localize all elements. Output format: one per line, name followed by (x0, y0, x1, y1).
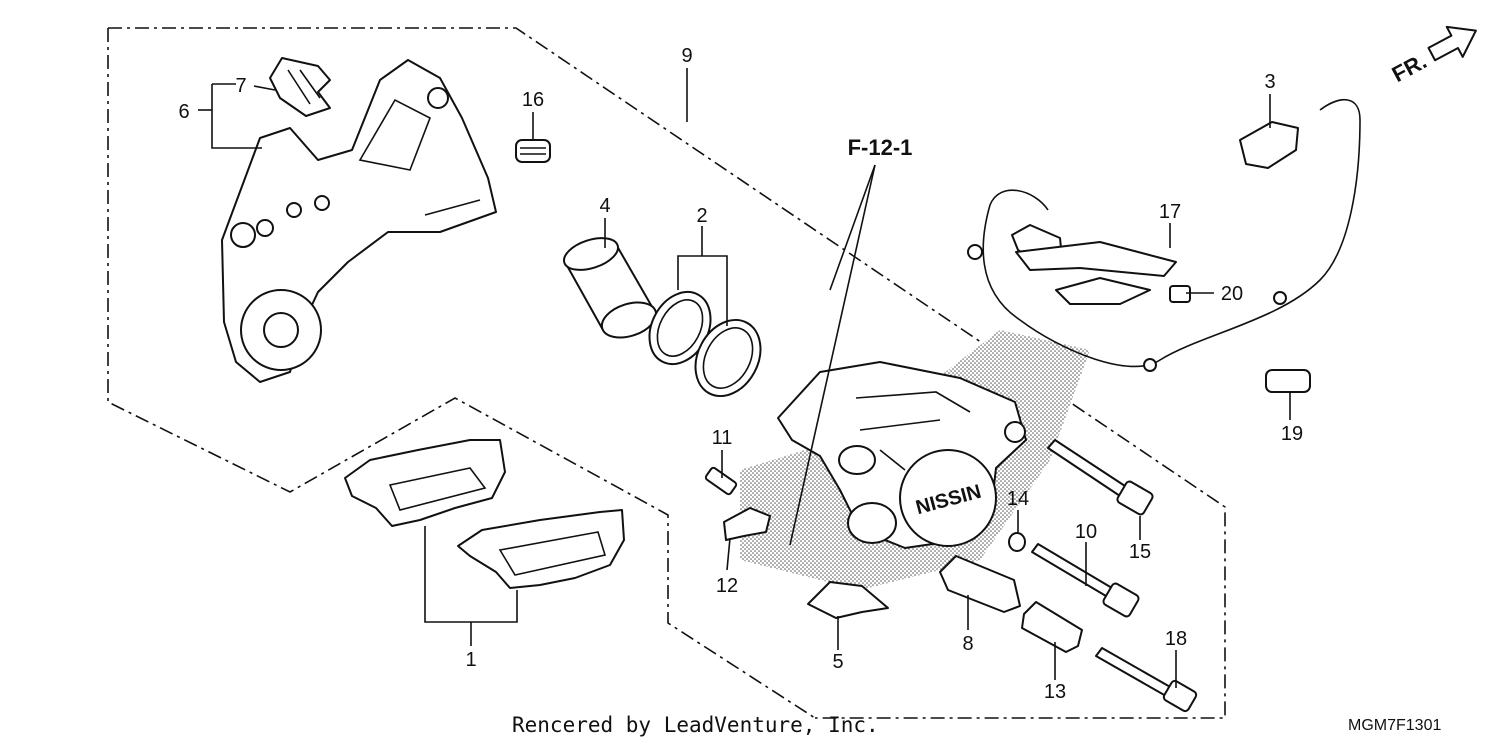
callout-12[interactable]: 12 (716, 575, 738, 597)
retainer-clip (269, 57, 331, 117)
callout-5[interactable]: 5 (832, 651, 843, 673)
piston-part (563, 237, 658, 339)
callout-3[interactable]: 3 (1264, 71, 1275, 93)
bleeder-valve (704, 466, 771, 541)
front-indicator: FR. (1388, 25, 1477, 87)
callout-18[interactable]: 18 (1165, 628, 1187, 650)
callout-6[interactable]: 6 (178, 101, 189, 123)
diagram-code: MGM7F1301 (1348, 717, 1441, 734)
callout-11[interactable]: 11 (712, 427, 733, 449)
brake-pads (344, 439, 625, 589)
callout-1[interactable]: 1 (465, 649, 476, 671)
sensor-wire (967, 98, 1361, 393)
callout-20[interactable]: 20 (1221, 283, 1243, 305)
callout-4[interactable]: 4 (599, 195, 610, 217)
footer-credit: Rencered by LeadVenture, Inc. (512, 713, 879, 737)
front-arrow-icon (1427, 25, 1477, 62)
leader-lines (198, 68, 1291, 688)
callout-14[interactable]: 14 (1007, 488, 1029, 510)
pin-boot (939, 555, 1083, 653)
callout-9[interactable]: 9 (681, 45, 692, 67)
nut-part (515, 139, 551, 163)
pad-spring (807, 581, 889, 619)
seal-rings (648, 290, 762, 398)
caliper-bracket (221, 59, 497, 383)
callout-13[interactable]: 13 (1044, 681, 1066, 703)
group-boundary (107, 27, 1226, 719)
callout-2[interactable]: 2 (696, 205, 707, 227)
caliper-body: NISSIN (777, 361, 1027, 549)
callout-16[interactable]: 16 (522, 89, 544, 111)
callout-19[interactable]: 19 (1281, 423, 1303, 445)
callout-17[interactable]: 17 (1159, 201, 1181, 223)
callout-15[interactable]: 15 (1129, 541, 1151, 563)
callout-8[interactable]: 8 (962, 633, 973, 655)
callout-10[interactable]: 10 (1075, 521, 1097, 543)
callout-7[interactable]: 7 (235, 75, 246, 97)
reference-label[interactable]: F-12-1 (848, 135, 913, 160)
front-label: FR. (1388, 48, 1431, 87)
callout-labels: 1 2 3 4 5 6 7 8 9 10 11 12 13 14 15 16 1… (178, 45, 1303, 703)
slide-pins (1008, 439, 1198, 713)
